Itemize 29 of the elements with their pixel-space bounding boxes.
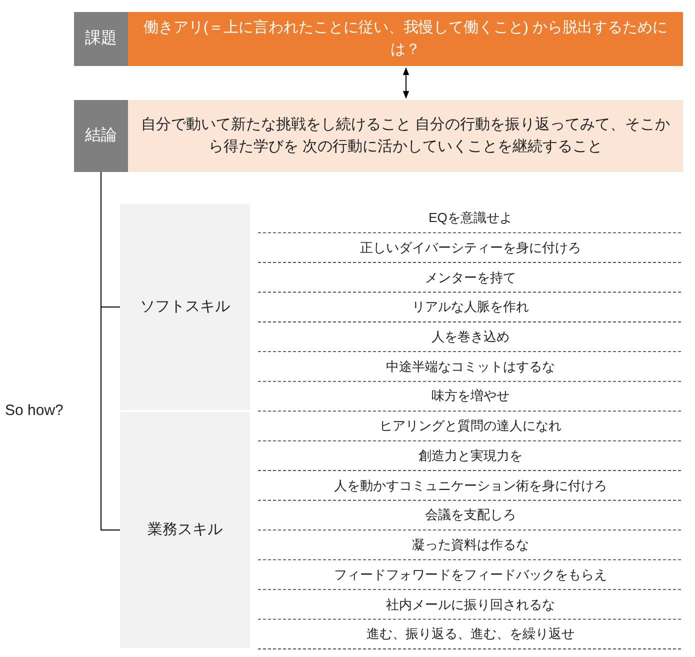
category-panel <box>120 412 250 648</box>
node-text: 業務スキル <box>146 520 224 540</box>
list-item-text: 人を動かすコミュニケーション術を身に付けろ <box>334 476 607 495</box>
node-text: 働きアリ(＝上に言われたことに従い、我慢して働くこと) から脱出するためには？ <box>142 18 669 60</box>
list-item-text: 社内メールに振り回されるな <box>386 596 555 614</box>
list-item-text: 正しいダイバーシティーを身に付けろ <box>360 238 581 257</box>
list-item-text: フィードフォワードをフィードバックをもらえ <box>334 566 607 584</box>
list-item-text: 会議を支配しろ <box>425 506 516 524</box>
double-arrow <box>402 67 410 99</box>
list-item-text: EQを意識せよ <box>428 209 512 228</box>
list-item-text: リアルな人脈を作れ <box>412 298 529 316</box>
conclusion-box <box>128 100 683 172</box>
list-item-text: メンターを持て <box>425 268 516 287</box>
question-label: So how? <box>5 401 64 421</box>
list-item-text: 凝った資料は作るな <box>412 536 529 554</box>
node-text: 結論 <box>84 126 118 146</box>
list-item-text: 中途半端なコミットはするな <box>386 358 555 376</box>
node-text: 課題 <box>84 28 118 49</box>
label-box <box>74 12 128 66</box>
node-text: ソフトスキル <box>139 296 231 317</box>
label-box <box>74 100 128 172</box>
node-text: 自分で動いて新たな挑戦をし続けること 自分の行動を振り返ってみて、そこから得た学びを 次の行動に活かしていくことを継続すること <box>140 115 672 157</box>
list-item-text: ヒアリングと質問の達人になれ <box>380 417 562 436</box>
list-item-text: 創造力と実現力を <box>418 446 522 465</box>
list-item-text: 味方を増やせ <box>432 387 510 406</box>
list-item-text: 進む、振り返る、進む、を繰り返せ <box>366 625 574 644</box>
category-panel <box>120 204 250 410</box>
problem-box <box>128 12 683 66</box>
list-item-text: 人を巻き込め <box>432 328 510 346</box>
